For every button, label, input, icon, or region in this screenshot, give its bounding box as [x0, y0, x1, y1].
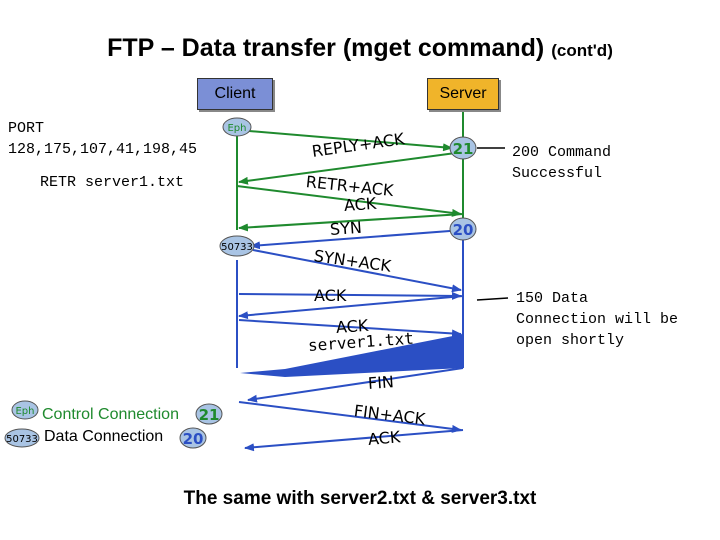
retr-command-arrow: [236, 185, 462, 217]
syn-label: SYN: [329, 217, 363, 239]
reply-200-text: 200 Command Successful: [512, 144, 612, 182]
footer-note: The same with server2.txt & server3.txt: [183, 488, 537, 509]
port-command-arrow: [236, 129, 453, 152]
file-transfer-arrow: [240, 334, 463, 377]
client-box: Client: [197, 78, 273, 110]
legend-control-connection: Control Connection: [42, 406, 179, 423]
fin-ack-arrow: [238, 401, 462, 433]
reply-150-pointer: [476, 297, 509, 301]
legend-50733-marker: 50733: [4, 428, 40, 448]
svg-text:20: 20: [453, 221, 474, 239]
ack-control-label: ACK: [343, 193, 377, 215]
server-box: Server: [427, 78, 499, 110]
client-port-50733: 50733: [219, 235, 255, 257]
fin-arrow: [247, 367, 464, 403]
server-port-21: 21: [449, 136, 477, 160]
reply-150-text: 150 Data Connection will be open shortly: [516, 290, 679, 349]
reply-ack-arrow: [238, 151, 464, 185]
svg-text:21: 21: [199, 406, 220, 424]
ack-data-label: ACK: [314, 286, 347, 305]
legend-21-marker: 21: [195, 403, 223, 425]
page-title: FTP – Data transfer (mget command) (cont…: [107, 34, 613, 62]
retr-command-text: RETR server1.txt: [40, 174, 185, 191]
ack-control-arrow: [238, 213, 464, 232]
syn-arrow: [250, 229, 464, 250]
ack-send-arrow: [238, 319, 462, 338]
syn-ack-arrow: [252, 249, 462, 293]
ack-reply-arrow: [238, 295, 464, 320]
svg-text:Eph: Eph: [15, 406, 34, 417]
legend-eph-marker: Eph: [11, 400, 39, 420]
svg-text:50733: 50733: [221, 242, 253, 253]
ack-final-arrow: [244, 429, 464, 452]
ack-data-arrow: [238, 291, 462, 300]
port-command-text: PORT 128,175,107,41,198,45: [8, 120, 198, 158]
legend-20-marker: 20: [179, 427, 207, 449]
svg-text:50733: 50733: [6, 434, 38, 445]
svg-text:Eph: Eph: [227, 123, 246, 134]
ack-final-label: ACK: [367, 427, 402, 449]
fin-label: FIN: [367, 372, 395, 393]
client-eph-port: Eph: [222, 117, 252, 137]
svg-text:21: 21: [453, 140, 474, 158]
legend-data-connection: Data Connection: [44, 428, 164, 445]
svg-text:20: 20: [183, 430, 204, 448]
server-port-20: 20: [449, 217, 477, 241]
